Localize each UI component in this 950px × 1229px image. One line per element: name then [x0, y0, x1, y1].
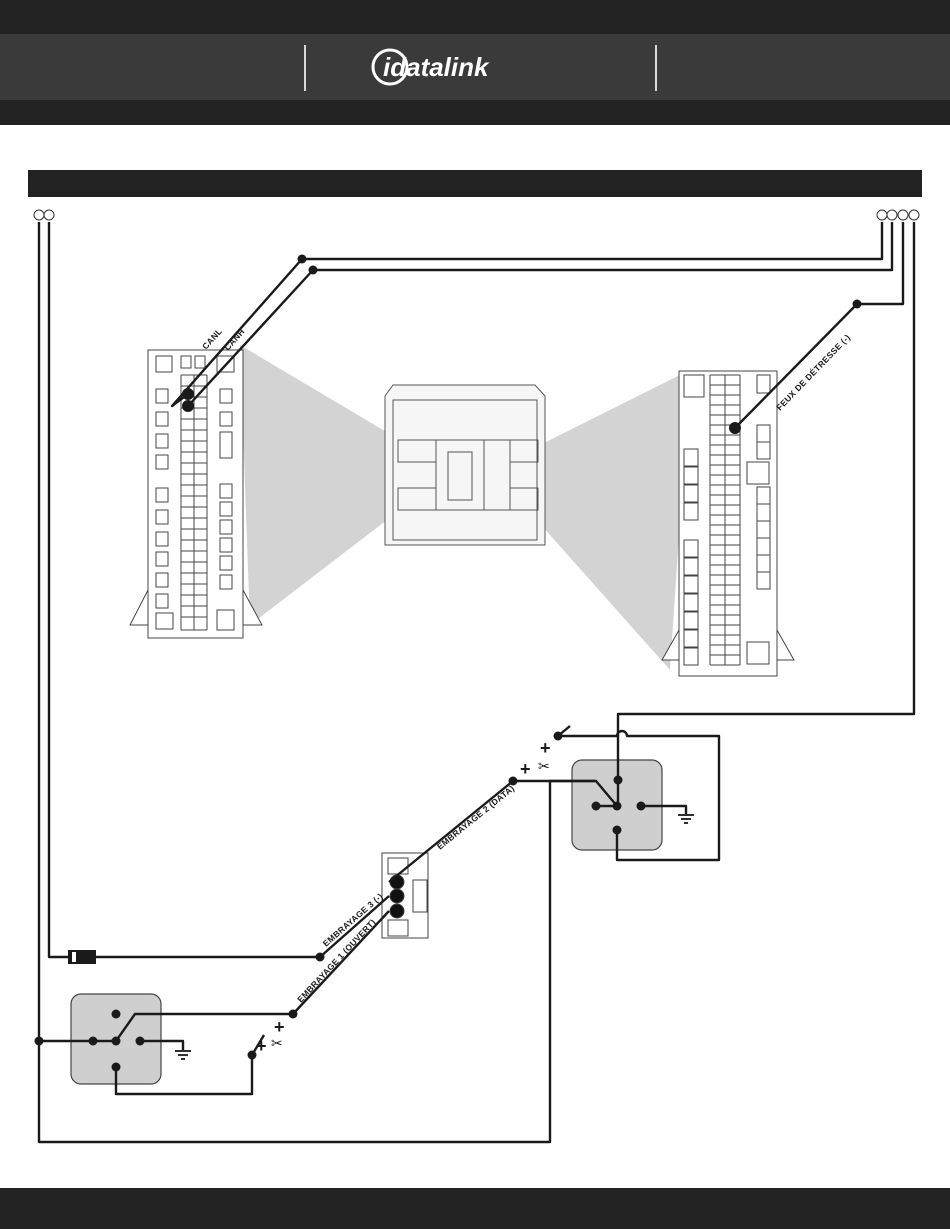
connector-a — [130, 350, 262, 638]
connector-a-zoom-fan — [240, 345, 400, 625]
label-clutch2: EMBRAYAGE 2 (DATA) — [435, 783, 516, 852]
scissors-icon: ✂ — [271, 1035, 283, 1051]
connector-b — [662, 371, 794, 676]
fuse-box — [385, 385, 545, 545]
plus-marker-1: + — [540, 738, 551, 758]
plus-marker-3: + — [274, 1017, 285, 1037]
diode-icon — [68, 950, 96, 964]
label-hazard: FEUX DE DÉTRESSE (-) — [774, 332, 852, 412]
module-pins-right — [877, 210, 919, 220]
label-canl: CANL — [200, 326, 224, 351]
clutch-connector — [382, 853, 428, 938]
module-pins-left — [34, 210, 54, 220]
scissors-icon: ✂ — [538, 758, 550, 774]
plus-marker-2: + — [520, 759, 531, 779]
plus-marker-4: + — [256, 1036, 267, 1056]
